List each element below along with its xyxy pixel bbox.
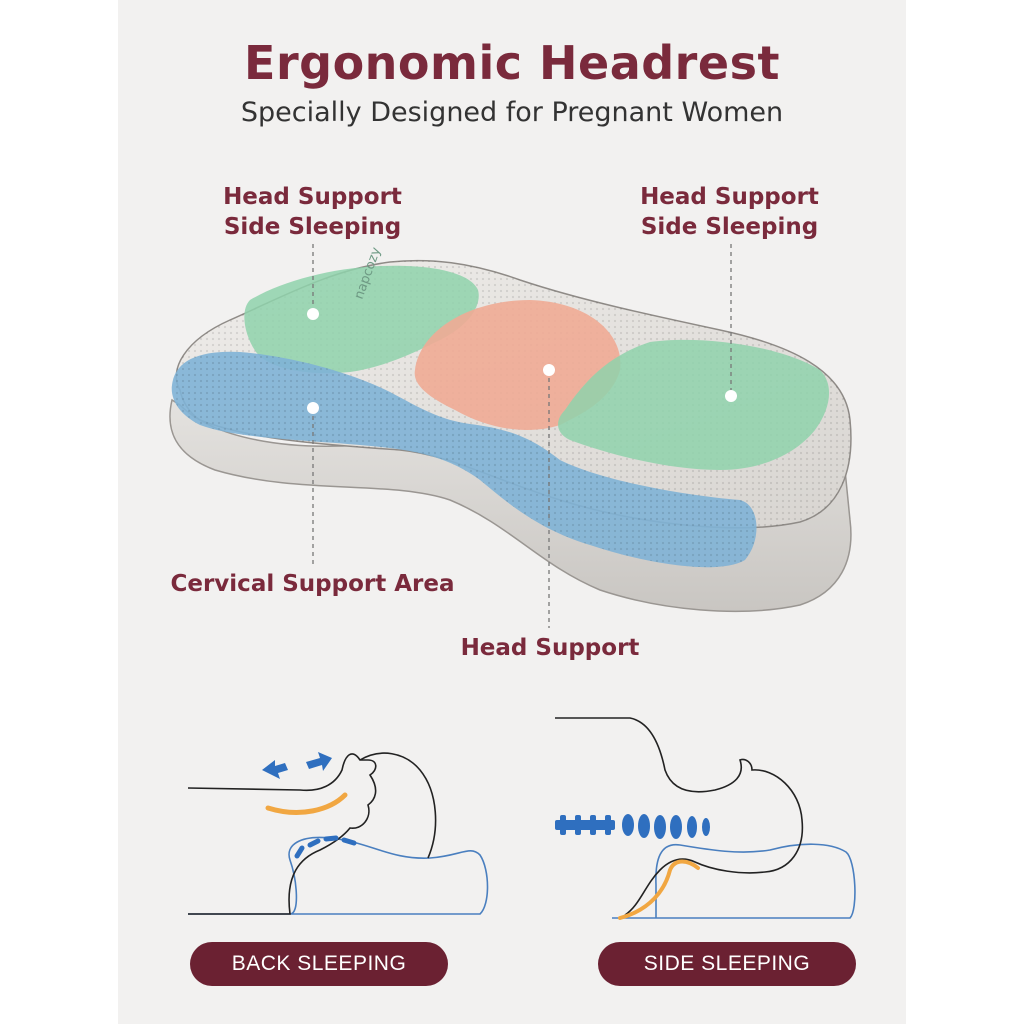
callout-dot-right (725, 390, 737, 402)
page-title: Ergonomic Headrest (244, 36, 780, 90)
side-pillow-outline (612, 843, 856, 919)
double-arrow-icon (262, 752, 332, 779)
callout-right-line2: Side Sleeping (640, 214, 819, 240)
back-sleeping-badge: BACK SLEEPING (190, 942, 448, 986)
page-subtitle: Specially Designed for Pregnant Women (240, 97, 784, 128)
back-support-dashes (294, 835, 357, 859)
back-head-outline (187, 753, 377, 915)
back-skull (359, 752, 437, 859)
callout-dot-cervical (307, 402, 319, 414)
callout-dots (307, 308, 737, 414)
spine-icon (555, 814, 710, 839)
callout-center-head-support: Head Support (460, 635, 640, 661)
zone-right-green (558, 339, 830, 470)
zone-center-orange (414, 300, 621, 430)
back-pillow-outline (188, 836, 489, 915)
callout-dot-center (543, 364, 555, 376)
zone-left-green (244, 265, 479, 374)
side-sleeping-diagram (555, 717, 856, 920)
callout-right-line1: Head Support (640, 184, 819, 210)
callout-left-line1: Head Support (223, 184, 402, 210)
callout-lines (312, 244, 732, 628)
side-sleeping-badge: SIDE SLEEPING (598, 942, 856, 986)
callout-left-head-support: Head Support Side Sleeping (205, 182, 420, 242)
callout-dot-left (307, 308, 319, 320)
side-body-outline (555, 717, 804, 916)
side-neck-curve (618, 859, 700, 920)
callout-cervical-support: Cervical Support Area (170, 571, 455, 597)
callout-left-line2: Side Sleeping (223, 214, 402, 240)
back-sleeping-diagram (187, 752, 489, 915)
back-neck-curve (265, 792, 348, 815)
callout-right-head-support: Head Support Side Sleeping (622, 182, 837, 242)
pillow: napcozy (169, 245, 852, 613)
